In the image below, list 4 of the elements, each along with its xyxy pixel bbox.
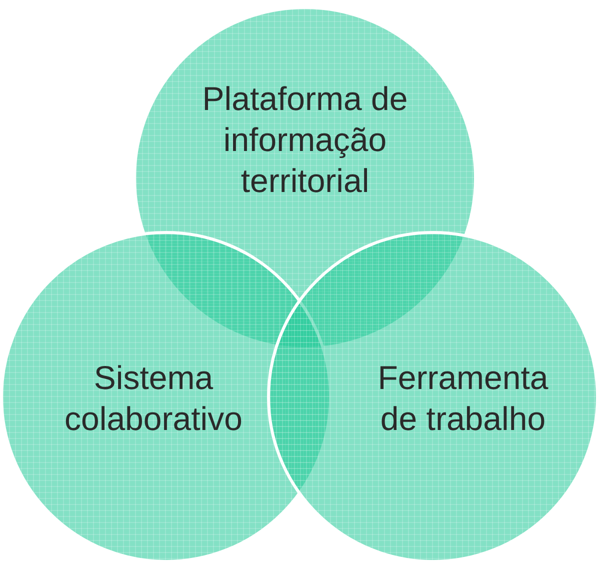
circle-label: Ferramenta de trabalho xyxy=(376,358,550,439)
circle-label: Plataforma de informação territorial xyxy=(201,79,409,201)
circle-label: Sistema colaborativo xyxy=(64,358,244,439)
venn-circle xyxy=(267,231,597,563)
